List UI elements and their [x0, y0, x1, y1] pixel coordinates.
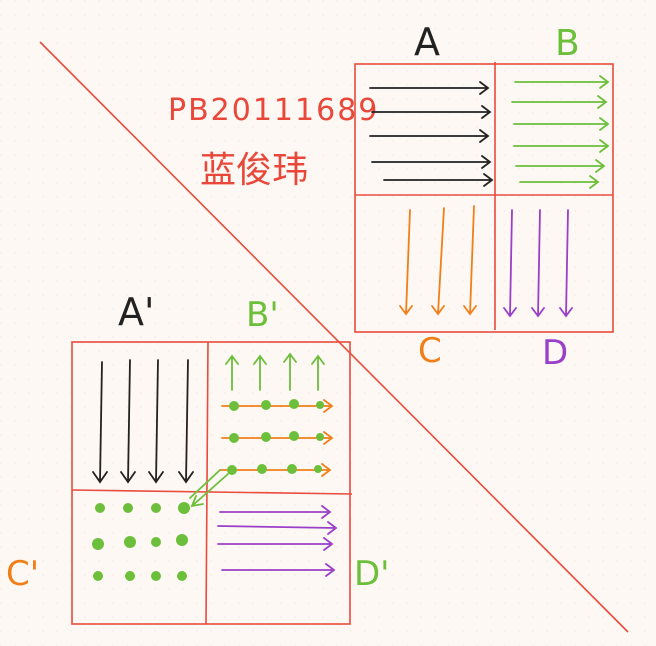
block-c-prime-dots — [92, 502, 190, 581]
bottom-matrix: A' B' C' D' — [6, 290, 390, 625]
block-b-prime-up-arrows — [225, 352, 325, 391]
label-bottom-c: C' — [6, 554, 39, 594]
label-bottom-a: A' — [118, 290, 154, 334]
block-a-arrows — [369, 81, 494, 187]
top-matrix: A B C D — [354, 20, 614, 373]
label-bottom-d: D' — [354, 554, 390, 594]
student-id: PB20111689 — [168, 93, 379, 128]
bottom-matrix-border — [71, 341, 351, 625]
label-top-b: B — [555, 23, 580, 64]
block-d-arrows — [503, 209, 573, 318]
label-top-d: D — [542, 333, 568, 373]
block-b-arrows — [511, 75, 610, 189]
student-name: 蓝俊玮 — [200, 150, 308, 191]
top-matrix-border — [354, 63, 614, 333]
block-c-arrows — [399, 205, 477, 316]
diagonal-divider-line — [39, 41, 629, 633]
block-b-prime-arrows — [219, 399, 334, 477]
block-a-prime-arrows — [92, 359, 194, 484]
label-bottom-b: B' — [246, 295, 279, 335]
mapping-arrow — [189, 469, 229, 508]
label-top-c: C — [418, 331, 442, 371]
block-d-prime-arrows — [217, 505, 338, 577]
label-top-a: A — [414, 20, 440, 64]
bottom-matrix-horizontal-split — [71, 489, 353, 495]
block-b-prime-dots — [227, 399, 324, 475]
